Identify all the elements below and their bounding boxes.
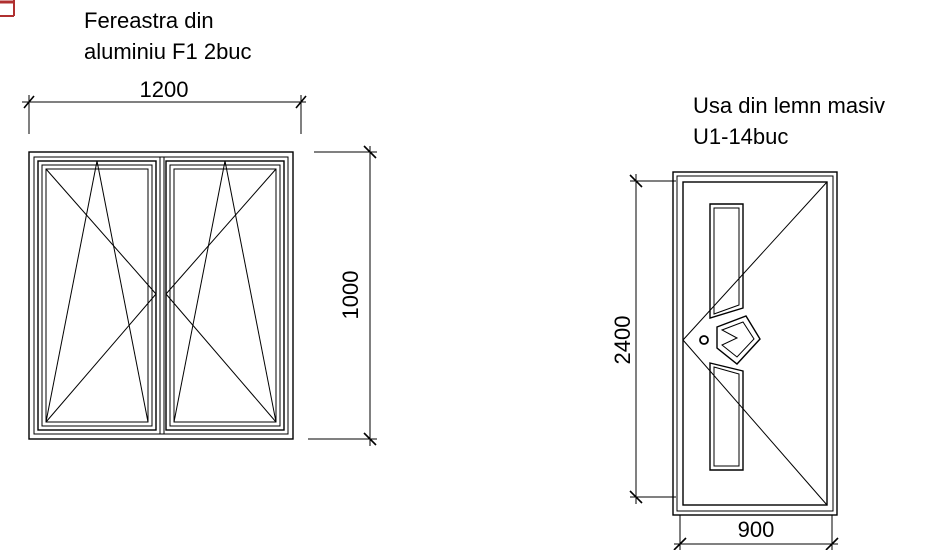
window-title: Fereastra din aluminiu F1 2buc [84,8,252,64]
door-height-label: 2400 [610,316,635,365]
corner-accent [0,0,15,17]
door-width-dimension: 900 [673,515,839,550]
door-panel-center-ornament [716,315,761,365]
window-title-line1: Fereastra din [84,8,214,33]
door-knob-icon [699,335,709,345]
window-sash-left [37,160,157,431]
door-title-line1: Usa din lemn masiv [693,93,885,118]
door-width-label: 900 [738,517,775,542]
door-height-dimension: 2400 [610,174,676,504]
door-frame [672,171,838,516]
door-title-line2: U1-14buc [693,124,788,149]
window-width-label: 1200 [140,77,189,102]
door-panel-upper [709,203,744,319]
door-panel-lower [709,362,744,471]
door-title: Usa din lemn masiv U1-14buc [693,93,885,149]
window-frame [28,151,294,440]
window-sash-right [165,160,285,431]
window-height-label: 1000 [338,271,363,320]
window-height-dimension: 1000 [308,145,377,446]
window-width-dimension: 1200 [22,77,307,134]
window-title-line2: aluminiu F1 2buc [84,39,252,64]
